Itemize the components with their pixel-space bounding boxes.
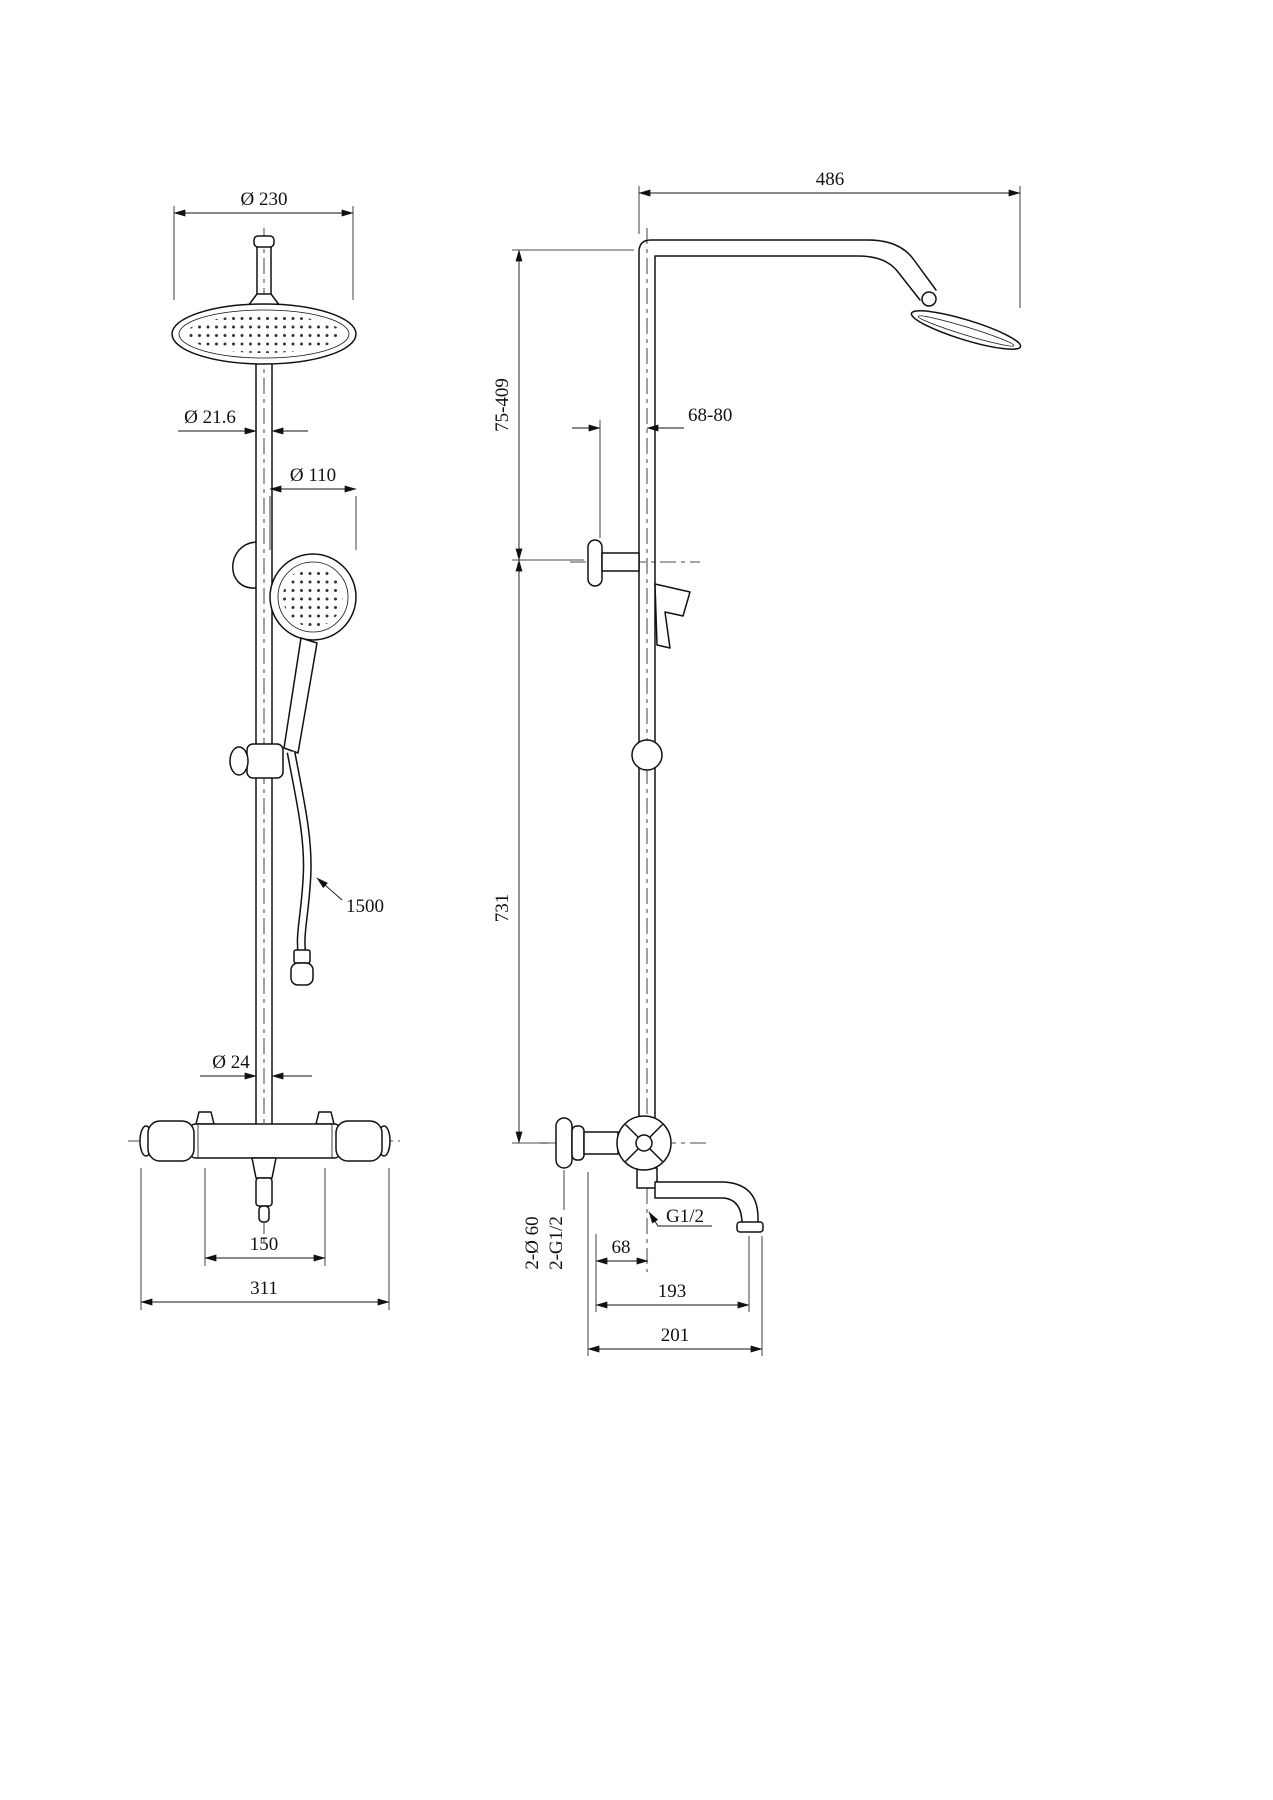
dim-rail-diameter-label: Ø 21.6 [184,407,236,428]
spout-shank [255,1177,273,1207]
dim-pipe-diameter-label: Ø 24 [212,1052,250,1073]
hand-shower-front [269,553,357,754]
callout-flange-inlets: 2-Ø 60 2-G1/2 [522,1170,567,1270]
side-view: 486 75-409 68-80 731 2-Ø 60 2-G1/2 [492,169,1022,1356]
valve-union [583,1131,619,1155]
inlet-nut-left [195,1111,215,1125]
dim-body-width-label: 311 [250,1278,278,1299]
dim-riser-height-label: 731 [492,894,513,923]
arm-ball-joint [921,291,937,307]
dim-outlet-offset: 68 [595,1234,649,1312]
spray-face-dots [186,315,342,353]
riser-and-arm-side [638,239,1022,1121]
dim-inlet-spacing-label: 150 [250,1234,279,1255]
slider-bracket [229,743,284,779]
rail-joint-side [631,739,663,771]
dim-inlet-thread-label: 2-G1/2 [546,1216,567,1270]
shower-hose [286,751,314,986]
mixer-valve-front [139,1111,391,1223]
dim-upper-height: 75-409 [492,249,634,561]
spout-cone [251,1157,277,1179]
holder-side [654,583,691,649]
dim-outlet-offset-label: 68 [612,1237,631,1258]
dim-arm-reach-label: 486 [816,169,845,190]
dim-body-width: 311 [140,1168,390,1310]
dim-flange-label: 2-Ø 60 [522,1216,543,1269]
leader-hose-length: 1500 [316,877,384,917]
slider-knob [229,746,249,776]
wall-escutcheon [555,1117,573,1169]
inlet-nut-right [315,1111,335,1125]
dim-head-diameter-label: Ø 230 [241,189,288,210]
dim-riser-height: 731 [492,559,548,1144]
dim-spout-reach: 193 [595,1236,750,1312]
mixer-valve-side [555,1115,764,1233]
dim-bracket-range-label: 68-80 [688,405,732,426]
dim-spout-reach-label: 193 [658,1281,687,1302]
handshower-handle [283,637,318,754]
wall-bracket-side [587,539,640,587]
mixer-handle-left [147,1120,195,1162]
dim-rail-diameter: Ø 21.6 [178,407,308,435]
bracket-arm [601,552,640,572]
dim-upper-height-label: 75-409 [492,378,513,432]
dim-inlet-spacing: 150 [204,1168,326,1266]
dim-total-reach: 201 [587,1172,763,1356]
dim-handshower-diameter: Ø 110 [269,465,357,550]
handshower-holder-hook [232,541,257,589]
dim-bracket-range: 68-80 [572,405,732,538]
dim-head-diameter: Ø 230 [173,189,354,300]
dim-total-reach-label: 201 [661,1325,690,1346]
handshower-face-dots [283,567,343,627]
shower-head-front [171,235,357,365]
dim-outlet-thread-label: G1/2 [666,1206,704,1227]
hose-coupling [290,962,314,986]
callout-outlet-thread: G1/2 [648,1206,712,1227]
hose-nut [293,949,311,964]
mixer-handle-right [335,1120,383,1162]
spout-tip [258,1205,270,1223]
front-view: Ø 230 Ø 21.6 Ø 110 1500 Ø 24 [128,189,400,1310]
dim-arm-reach: 486 [638,169,1021,308]
dim-pipe-diameter: Ø 24 [200,1052,312,1080]
mixer-body [187,1123,343,1159]
dim-hose-length-label: 1500 [346,896,384,917]
spout-outlet [736,1221,764,1233]
shower-head-side [910,310,1022,350]
dim-handshower-diameter-label: Ø 110 [290,465,336,486]
bracket-wall-plate [587,539,603,587]
spout-stub [636,1167,658,1189]
